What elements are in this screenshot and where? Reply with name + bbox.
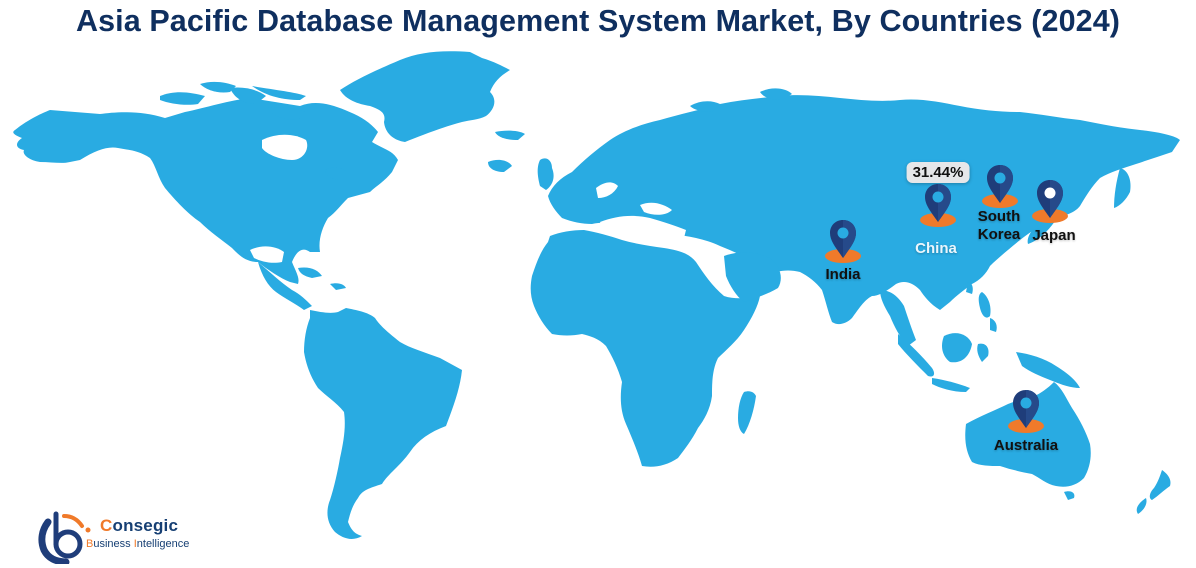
map-pin-icon[interactable] <box>818 218 868 264</box>
africa <box>530 230 760 467</box>
market-share-badge: 31.44% <box>906 162 970 183</box>
tagline-usiness: usiness <box>93 538 134 550</box>
eurasia <box>548 95 1180 325</box>
australia <box>965 382 1091 487</box>
north-america <box>13 98 398 284</box>
marker-label-south-korea: South Korea <box>978 208 1021 244</box>
map-pin-icon[interactable] <box>1025 178 1075 224</box>
marker-label-australia: Australia <box>993 437 1059 454</box>
marker-label-south-korea-line1: South <box>977 208 1021 225</box>
consegic-logo-icon <box>38 511 91 564</box>
map-pin-icon[interactable] <box>1001 388 1051 434</box>
brand-initial: C <box>100 516 113 535</box>
brand-tagline: Business Intelligence <box>86 538 189 550</box>
marker-label-india: India <box>825 266 861 283</box>
marker-label-china: China <box>915 240 957 257</box>
greenland <box>340 51 510 142</box>
map-pin-icon[interactable] <box>975 163 1025 209</box>
tagline-b: B <box>86 538 94 550</box>
map-pin-icon[interactable] <box>913 182 963 228</box>
tagline-ntelligence: ntelligence <box>136 538 190 550</box>
page-title: Asia Pacific Database Management System … <box>75 4 1121 38</box>
brand-name: Consegic <box>100 516 178 536</box>
tagline-i: I <box>133 538 137 550</box>
marker-label-south-korea-line2: Korea <box>977 226 1021 243</box>
brand-rest: onsegic <box>112 516 179 535</box>
south-america <box>304 308 462 539</box>
marker-label-japan: Japan <box>1032 227 1076 244</box>
